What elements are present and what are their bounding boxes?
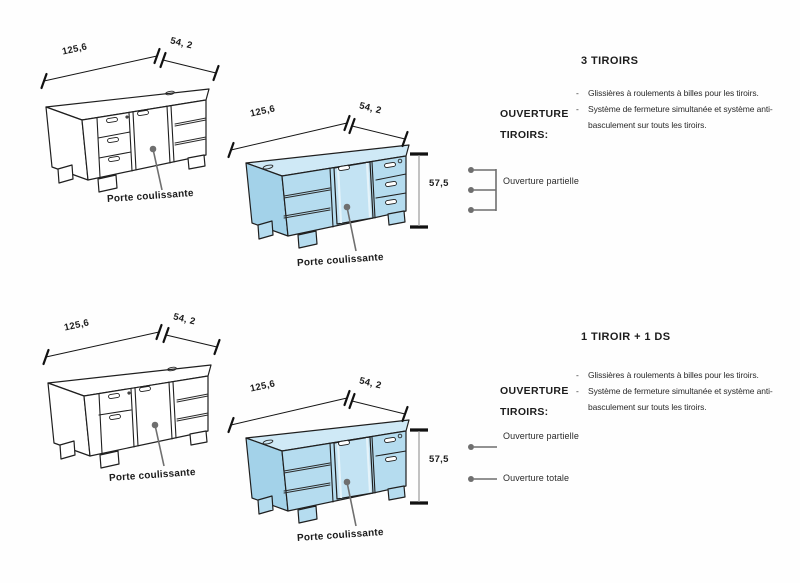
list-item: - Glissières à roulements à billes pour … [576,367,798,383]
bullet-dash: - [576,104,579,114]
ouverture-heading-top: OUVERTURE TIROIRS: [500,104,569,146]
cabinet-feet [57,154,206,193]
list-item: - Système de fermeture simultanée et sys… [576,101,798,133]
door-leader-line [152,148,163,191]
dim-height-label: 57,5 [429,454,449,465]
dim-depth-line [162,326,221,356]
grommet [165,90,175,96]
cabinet-blue-3-tiroirs [227,114,428,252]
drawer-fronts [98,388,135,454]
drawer-leader-bracket-top [468,167,497,213]
ouverture-heading-line1: OUVERTURE [500,385,569,397]
dim-height-line [410,152,428,229]
feature-text: Glissières à roulements à billes pour le… [588,88,759,98]
open-shelves [283,167,334,228]
bullet-dash: - [576,88,579,98]
open-shelves [283,442,334,503]
door-leader-line [346,206,357,252]
section-title-1-tiroir-1-ds: 1 TIROIR + 1 DS [581,331,671,343]
cabinet-blue-1-tiroir-1-ds [227,389,428,527]
cabinet-feet [257,210,406,249]
feature-text: Glissières à roulements à billes pour le… [588,370,759,380]
bullet-dash: - [576,370,579,380]
dim-depth-line [348,117,409,148]
dim-depth-line [348,392,409,423]
door-leader-line [154,424,165,467]
ouverture-partial-label: Ouverture partielle [503,176,579,186]
feature-text: Système de fermeture simultanée et systè… [588,386,773,412]
feature-list-top: - Glissières à roulements à billes pour … [576,85,798,133]
drawer-leader-lines-bottom [468,444,497,482]
list-item: - Système de fermeture simultanée et sys… [576,383,798,415]
cabinet-feet [59,430,208,469]
dim-width-line [227,114,351,159]
dim-width-line [42,323,163,366]
feature-list-bottom: - Glissières à roulements à billes pour … [576,367,798,415]
ouverture-heading-line1: OUVERTURE [500,108,569,120]
drawer-fronts [371,433,407,494]
ouverture-heading-bottom: OUVERTURE TIROIRS: [500,381,569,423]
ouverture-heading-line2: TIROIRS: [500,406,549,418]
dim-depth-line [159,51,220,82]
dim-width-line [227,389,351,434]
cabinet-line-drawing-3-tiroirs [40,47,220,193]
open-shelves [172,381,209,439]
dim-height-label: 57,5 [429,178,449,189]
ouverture-total-label: Ouverture totale [503,473,570,483]
ouverture-heading-line2: TIROIRS: [500,129,549,141]
grommet [167,366,177,372]
sliding-door [134,381,173,447]
cabinet-feet [257,485,406,524]
drawer-fronts [371,158,407,219]
feature-text: Système de fermeture simultanée et systè… [588,104,773,130]
sliding-door [333,161,374,225]
bullet-dash: - [576,386,579,396]
grommet [262,164,274,170]
list-item: - Glissières à roulements à billes pour … [576,85,798,101]
drawer-fronts [96,112,133,178]
open-shelves [170,105,207,163]
sliding-door [132,105,171,171]
ouverture-partial-label: Ouverture partielle [503,431,579,441]
dim-height-line [410,428,428,505]
grommet [262,439,274,445]
cabinet-line-drawing-1-tiroir-1-ds [42,323,221,469]
sliding-door [333,436,374,500]
section-title-3-tiroirs: 3 TIROIRS [581,55,639,67]
door-leader-line [346,481,357,527]
dim-width-line [40,47,161,90]
